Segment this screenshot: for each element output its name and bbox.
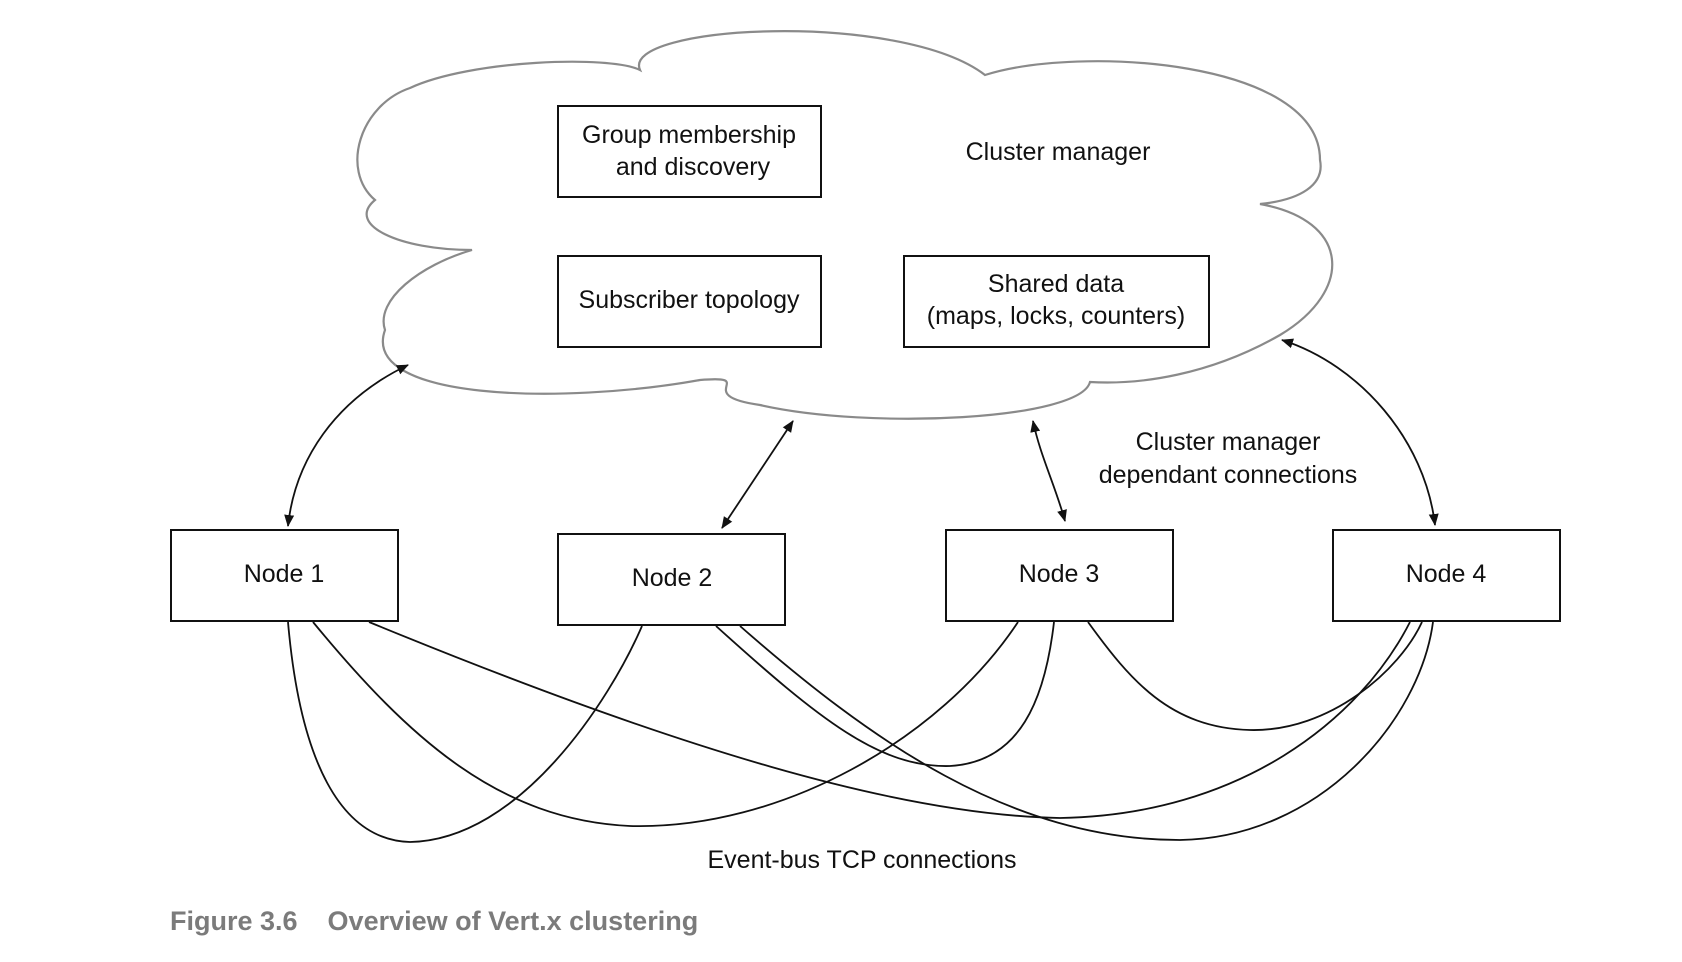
node-2: Node 2 [557,533,786,626]
node-2-label: Node 2 [632,564,713,592]
cluster-link-node-1 [284,364,409,527]
group-membership-box: Group membership and discovery [557,105,822,198]
figure-title: Overview of Vert.x clustering [327,906,699,936]
figure-number: Figure 3.6 [170,906,298,936]
event-bus-connections [287,621,1434,843]
figure-caption: Figure 3.6 Overview of Vert.x clustering [170,906,728,937]
event-bus-link-2-4 [739,621,1434,841]
event-bus-link-3-4 [1087,621,1423,731]
event-bus-link-1-3 [312,621,1019,827]
shared-data-line-2: (maps, locks, counters) [927,302,1185,330]
cluster-connections-line-2: dependant connections [1099,461,1358,489]
event-bus-link-2-3 [715,621,1055,767]
event-bus-link-1-4 [368,621,1411,819]
group-membership-line-2: and discovery [616,153,771,181]
cluster-manager-title: Cluster manager [966,138,1151,166]
event-bus-label: Event-bus TCP connections [708,846,1017,874]
cluster-link-node-3 [1030,420,1067,522]
cluster-link-node-2 [721,420,794,529]
subscriber-topology-label: Subscriber topology [579,286,800,314]
node-3-label: Node 3 [1019,560,1100,588]
shared-data-box: Shared data (maps, locks, counters) [903,255,1210,348]
node-3: Node 3 [945,529,1174,622]
cluster-connections-line-1: Cluster manager [1136,428,1321,456]
shared-data-line-1: Shared data [988,270,1124,298]
node-4: Node 4 [1332,529,1561,622]
subscriber-topology-box: Subscriber topology [557,255,822,348]
node-1-label: Node 1 [244,560,325,588]
cluster-manager-cloud [356,30,1334,420]
cluster-link-node-4 [1281,338,1439,526]
node-4-label: Node 4 [1406,560,1487,588]
event-bus-link-1-2 [287,621,643,843]
node-1: Node 1 [170,529,399,622]
group-membership-line-1: Group membership [582,121,796,149]
